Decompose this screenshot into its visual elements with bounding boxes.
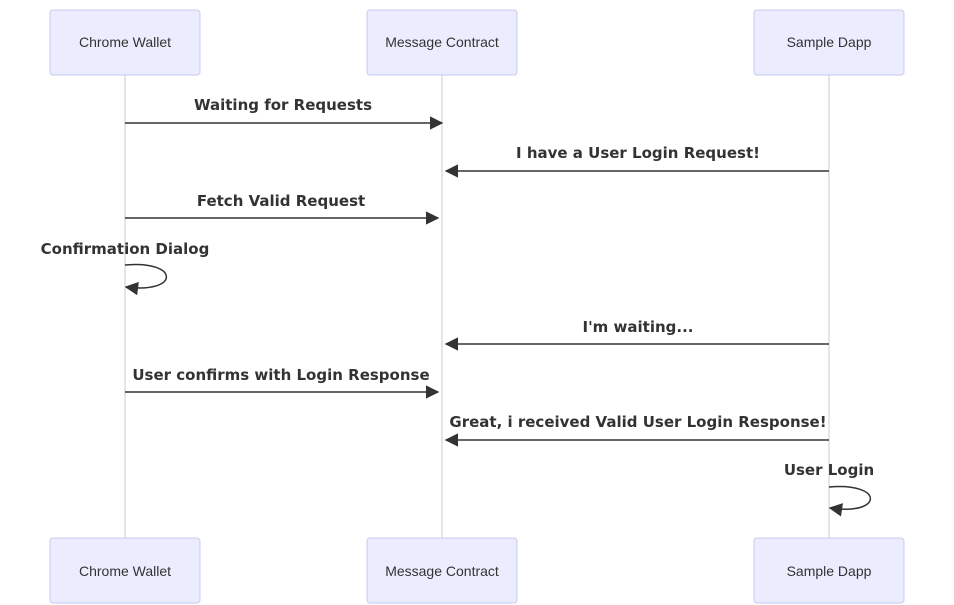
actor-label: Message Contract [385, 563, 499, 579]
messages: Waiting for Requests I have a User Login… [41, 96, 874, 517]
actor-chrome-wallet-bottom: Chrome Wallet [49, 537, 201, 604]
message-label: User Login [784, 461, 874, 479]
message-3: Fetch Valid Request [125, 192, 440, 225]
message-label: Waiting for Requests [194, 96, 372, 114]
actor-label: Sample Dapp [787, 563, 872, 579]
lifelines [124, 75, 830, 538]
actor-label: Message Contract [385, 34, 499, 50]
actor-sample-dapp-top: Sample Dapp [753, 9, 905, 76]
actor-chrome-wallet-top: Chrome Wallet [49, 9, 201, 76]
self-loop-arrow [124, 263, 168, 296]
actor-message-contract-top: Message Contract [366, 9, 518, 76]
self-loop-arrow [828, 485, 872, 517]
message-label: User confirms with Login Response [132, 366, 429, 384]
message-5: I'm waiting... [444, 318, 829, 351]
actor-message-contract-bottom: Message Contract [366, 537, 518, 604]
message-7: Great, i received Valid User Login Respo… [444, 413, 829, 447]
message-label: I have a User Login Request! [516, 144, 760, 162]
message-2: I have a User Login Request! [444, 144, 829, 178]
actor-sample-dapp-bottom: Sample Dapp [753, 537, 905, 604]
message-label: Confirmation Dialog [41, 240, 210, 258]
message-label: Fetch Valid Request [197, 192, 365, 210]
message-label: Great, i received Valid User Login Respo… [449, 413, 826, 431]
message-4-self: Confirmation Dialog [41, 240, 210, 296]
message-8-self: User Login [784, 461, 874, 517]
message-label: I'm waiting... [583, 318, 694, 336]
message-1: Waiting for Requests [125, 96, 444, 130]
actor-label: Sample Dapp [787, 34, 872, 50]
actor-label: Chrome Wallet [79, 34, 171, 50]
actor-label: Chrome Wallet [79, 563, 171, 579]
message-6: User confirms with Login Response [125, 366, 440, 399]
